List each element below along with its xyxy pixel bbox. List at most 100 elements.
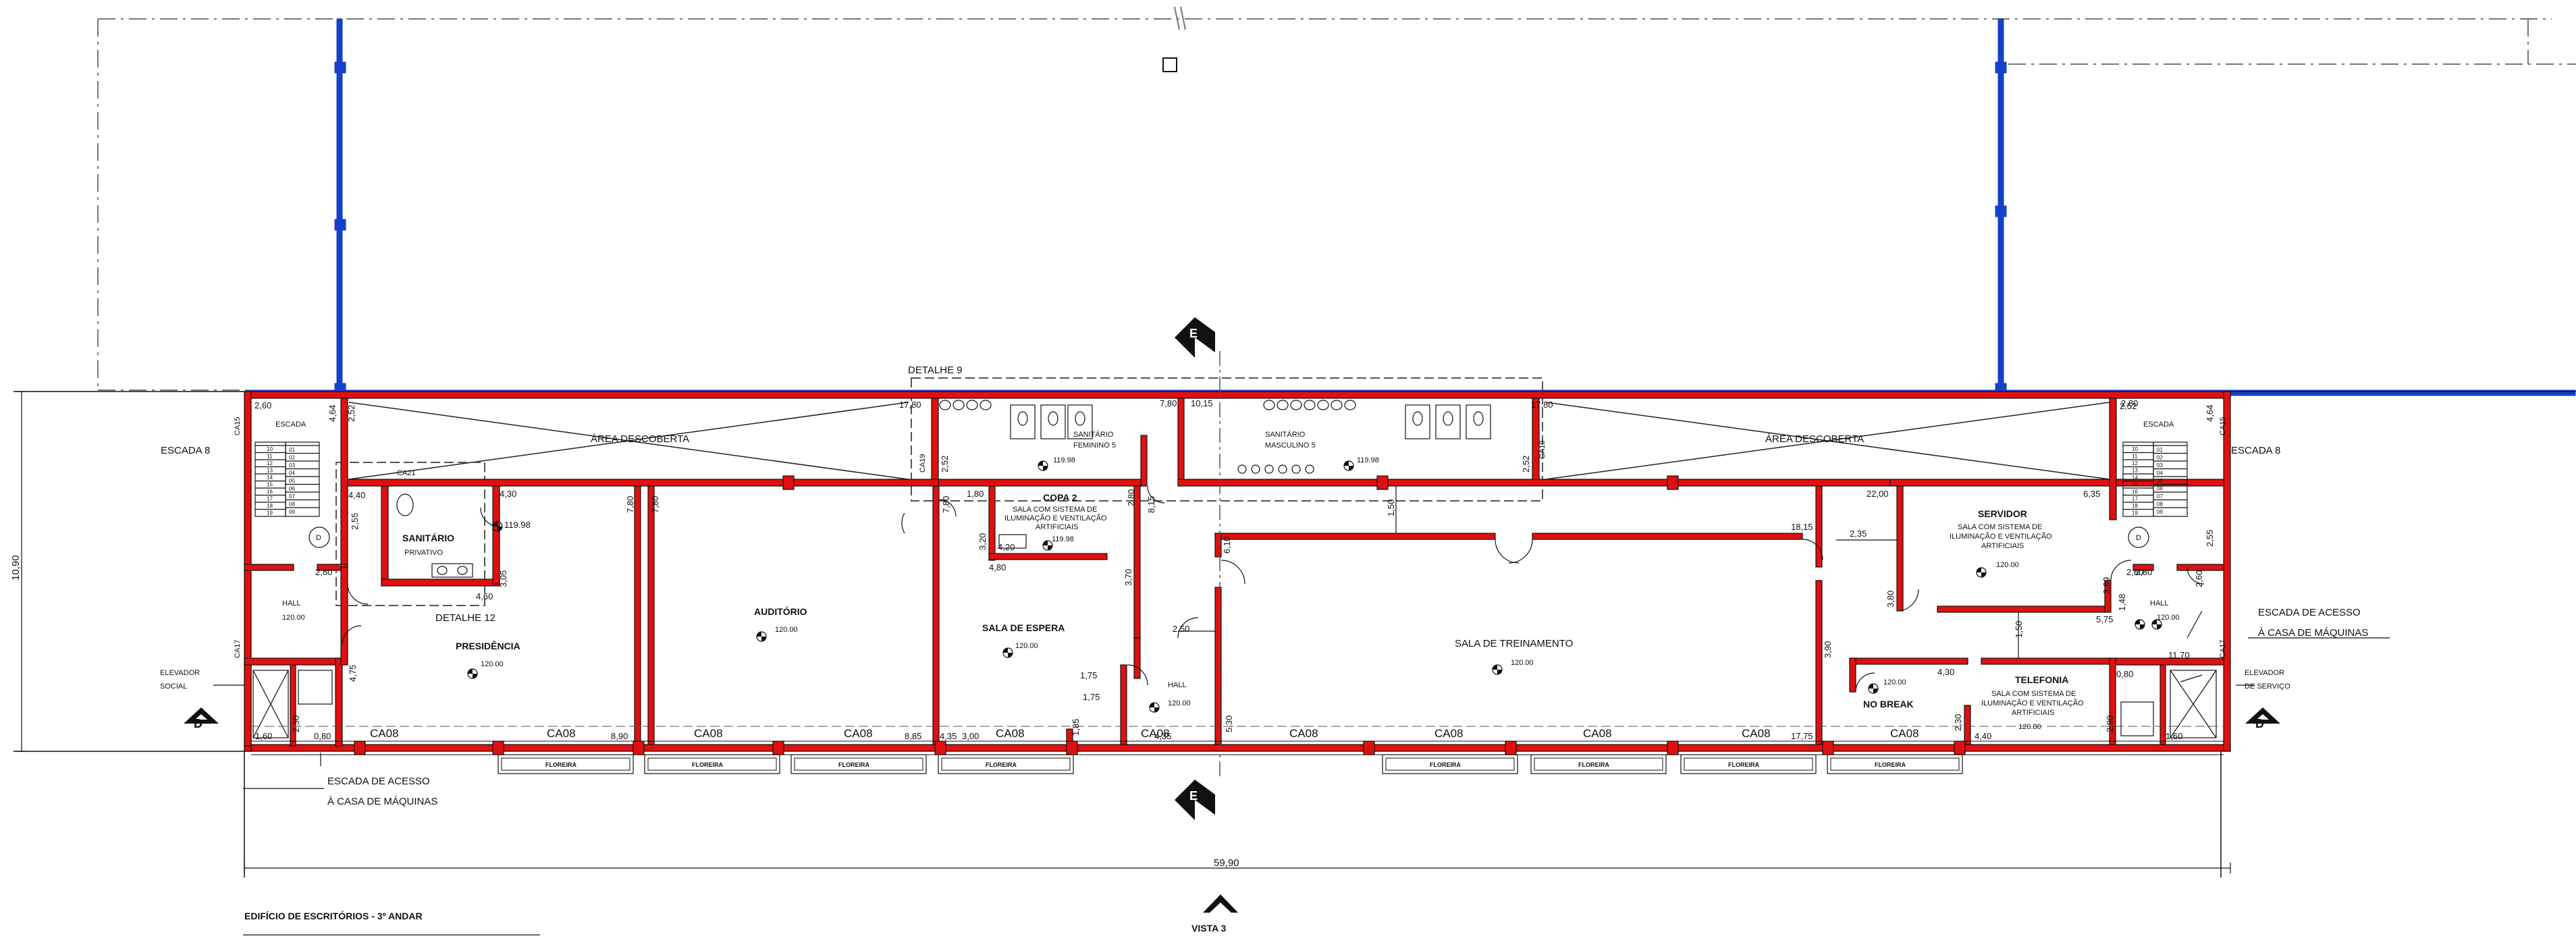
ca08-label: CA08 <box>370 727 399 740</box>
ca21-label: CA21 <box>397 469 416 477</box>
dimension-value: 1,60 <box>2166 731 2182 741</box>
dimension-value: 3,05 <box>498 570 508 587</box>
escada-acesso-left-1: ESCADA DE ACESSO <box>327 776 430 787</box>
leader-lines <box>213 610 2390 936</box>
dimension-value: 2,55 <box>350 513 360 530</box>
dimension-value: 1,75 <box>1083 692 1100 702</box>
site-lines <box>14 391 2576 878</box>
dimension-value: 4,40 <box>348 490 365 500</box>
door-swing <box>347 583 369 605</box>
floreira-inner <box>1830 757 1960 771</box>
dimension-value: 2,90 <box>2105 716 2115 732</box>
dimension-value: 17,75 <box>1791 731 1813 741</box>
lavatory-icon <box>1264 464 1274 474</box>
level-marker-quadrant <box>2157 624 2162 629</box>
stair-step-number: 03 <box>2157 462 2163 468</box>
toilet-icon <box>1443 411 1453 426</box>
floreira-inner <box>794 757 923 771</box>
presidencia-label: PRESIDÊNCIA <box>456 640 520 651</box>
auditorio-label: AUDITÓRIO <box>754 606 807 617</box>
dimension-value: 7,80 <box>625 496 635 513</box>
dimension-value: 7,80 <box>1160 398 1177 408</box>
floreira-label: FLOREIRA <box>1430 761 1461 768</box>
stair-step-number: 18 <box>267 503 273 509</box>
telefonia-desc-3: ARTIFICIAIS <box>2012 709 2054 717</box>
stair-step-number: 15 <box>267 482 273 488</box>
level-marker-quadrant <box>493 522 498 527</box>
dimension-value: 2,52 <box>346 405 356 422</box>
auditorio-level: 120.00 <box>775 626 798 634</box>
escada-right: ESCADA <box>2143 421 2174 429</box>
dimension-value: 2,35 <box>1850 529 1867 539</box>
stair-step-number: 10 <box>267 446 273 452</box>
stair-step-number: 03 <box>289 462 295 468</box>
detail-12-label: DETALHE 12 <box>435 612 495 624</box>
dimension-value: 2,50 <box>1173 624 1189 634</box>
stair-step-number: 19 <box>267 510 273 516</box>
door-swing <box>2110 560 2132 581</box>
dimension-value: 4,80 <box>989 562 1006 572</box>
dimension-value: 6,35 <box>2083 489 2100 499</box>
stair-step-number: 17 <box>267 496 273 502</box>
level-marker-quadrant <box>1154 707 1159 712</box>
toilet-stall <box>1040 404 1066 439</box>
door-swing <box>1802 539 1823 560</box>
ca08-label: CA08 <box>1742 727 1771 740</box>
dimension-value: 17,80 <box>1531 400 1553 410</box>
floreira-label: FLOREIRA <box>1875 761 1906 768</box>
stair-step-number: 16 <box>2132 489 2138 495</box>
column-marker <box>1162 57 1177 72</box>
level-marker-quadrant <box>1497 670 1502 674</box>
door-swing <box>1855 672 1875 693</box>
vista-3-label: VISTA 3 <box>1191 923 1227 934</box>
door-swing <box>1896 589 1919 612</box>
dimension-value: 4,60 <box>476 591 493 601</box>
hall-right-level: 120.00 <box>2157 614 2180 622</box>
stair-step-number: 15 <box>2132 482 2138 488</box>
telefonia-desc-1: SALA COM SISTEMA DE <box>1991 690 2076 698</box>
door-swing <box>1177 617 1199 639</box>
lavatory-icon <box>1278 464 1287 474</box>
view-arrow-vista3 <box>1203 894 1238 913</box>
dimension-value: 5,30 <box>1224 716 1234 732</box>
toilet-stall <box>1435 404 1461 439</box>
rotated-labels: CA15 CA15 CA17 CA17 CA19 CA19 <box>234 416 2227 658</box>
dimension-value: 2,60 <box>2194 570 2204 587</box>
detail-9-label: DETALHE 9 <box>908 365 963 376</box>
sanit-masc-1: SANITÁRIO <box>1265 430 1306 439</box>
door-swing <box>1147 485 1165 504</box>
d-stair-right: D <box>2136 534 2141 542</box>
dimension-value: 8,90 <box>611 731 628 741</box>
servidor-desc-1: SALA COM SISTEMA DE <box>1958 523 2042 531</box>
ca19-right: CA19 <box>1538 440 1547 459</box>
door-swing <box>938 499 957 517</box>
level-marker-quadrant <box>1008 653 1013 657</box>
level-marker-quadrant <box>1003 648 1008 653</box>
dimension-value: 1,85 <box>1071 719 1081 736</box>
view-arrow-left <box>184 707 219 724</box>
dimension-value: 2,80 <box>315 567 332 577</box>
floreira-label: FLOREIRA <box>545 761 576 768</box>
break-mark <box>1174 6 1186 30</box>
sanit-fem-level: 119.98 <box>1053 456 1075 464</box>
level-marker-quadrant <box>1981 572 1986 577</box>
escada-acesso-right-2: À CASA DE MÁQUINAS <box>2258 627 2368 639</box>
floreira-label: FLOREIRA <box>1728 761 1759 768</box>
ca17-right: CA17 <box>2219 639 2227 658</box>
upper-outline <box>97 18 2576 391</box>
sink-icon <box>966 400 978 410</box>
dimension-value: 1,75 <box>1080 670 1097 680</box>
stair-step-number: 07 <box>2157 493 2163 500</box>
hall-central-level: 120.00 <box>1168 699 1191 707</box>
dimension-value: 2,30 <box>291 716 301 732</box>
dimension-value: 8,15 <box>1146 496 1156 513</box>
stair-step-number: 16 <box>267 489 273 495</box>
telefonia-label: TELEFONIA <box>2015 674 2068 685</box>
copa-label: COPA 2 <box>1043 492 1077 503</box>
section-mark-top <box>1175 317 1215 358</box>
dim-overall-width: 59,90 <box>1214 857 1239 869</box>
